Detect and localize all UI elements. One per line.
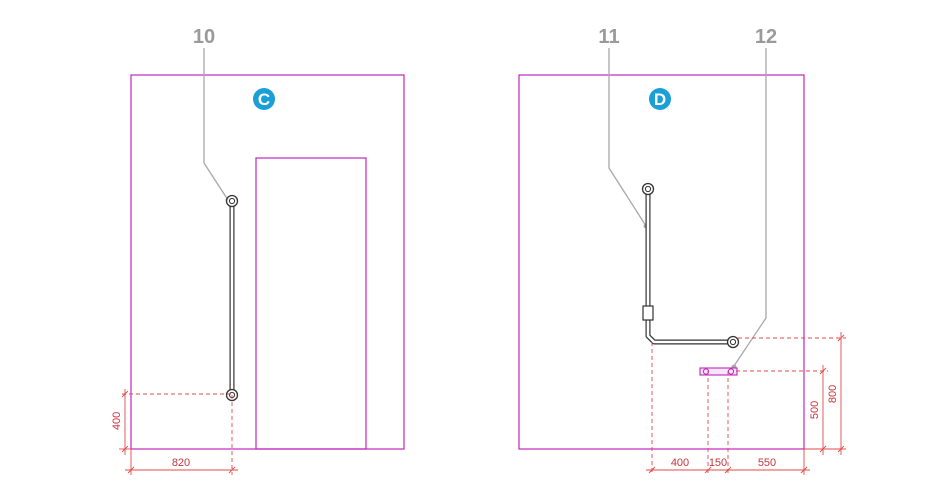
dim-label-d-800: 800 bbox=[827, 385, 839, 403]
dim-label-c-width: 820 bbox=[172, 457, 190, 469]
leader-line-12 bbox=[733, 48, 767, 367]
wall-outline-c bbox=[130, 74, 405, 450]
badge-d: D bbox=[649, 88, 671, 110]
dim-label-d-150: 150 bbox=[709, 457, 727, 469]
l-grab-bar-icon bbox=[641, 182, 740, 349]
badge-circle-c bbox=[253, 88, 275, 110]
wall-outline-d bbox=[518, 74, 805, 450]
panel-c: C 10 400 820 bbox=[111, 26, 405, 475]
badge-c: C bbox=[253, 88, 275, 110]
callout-number-12: 12 bbox=[755, 26, 777, 48]
toilet-paper-holder-icon bbox=[699, 367, 738, 376]
leader-line-10 bbox=[203, 48, 229, 201]
dim-label-d-550: 550 bbox=[758, 457, 776, 469]
badge-letter-d: D bbox=[654, 90, 666, 109]
dim-label-d-500: 500 bbox=[809, 401, 821, 419]
badge-letter-c: C bbox=[258, 90, 270, 109]
callout-number-10: 10 bbox=[193, 26, 215, 48]
dimension-lines-d bbox=[646, 332, 846, 475]
dim-label-d-400: 400 bbox=[671, 457, 689, 469]
leader-line-11 bbox=[608, 48, 647, 227]
door-opening-c bbox=[255, 157, 367, 450]
panel-d: D 11 12 bbox=[518, 26, 846, 475]
badge-circle-d bbox=[649, 88, 671, 110]
callout-number-11: 11 bbox=[598, 26, 619, 48]
dim-label-c-height: 400 bbox=[111, 412, 123, 430]
grab-bar-icon bbox=[225, 194, 239, 402]
dimension-lines-c bbox=[119, 389, 238, 475]
